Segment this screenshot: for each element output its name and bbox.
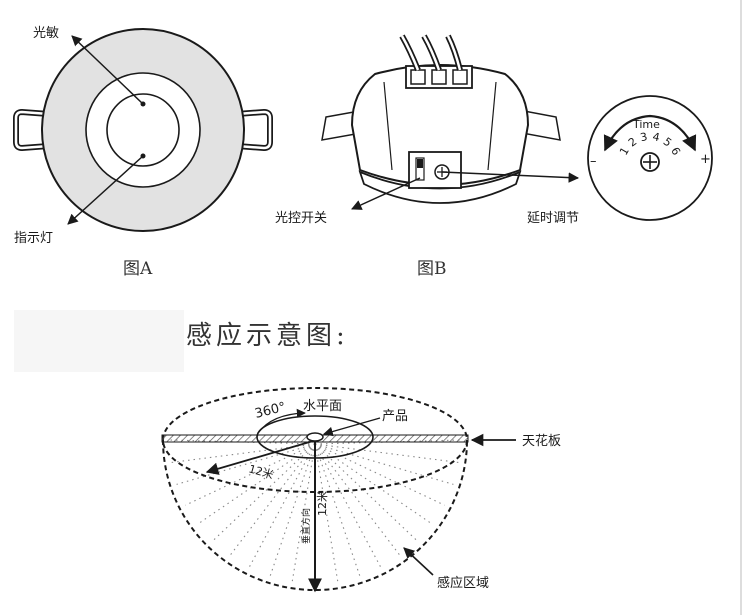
sensing-area-label: 感应区域	[437, 575, 489, 591]
light-switch-leader	[351, 177, 421, 210]
time-adjust-leader	[441, 171, 580, 183]
caption-figure-a: 图A	[123, 259, 153, 279]
detection-ray	[196, 443, 316, 525]
detection-ray	[176, 443, 316, 485]
sensing-diagram: 感应示意图: 360° 水平面 产品 天花板 12米 12米 垂直方向 感应区域	[161, 321, 561, 593]
dial-number-3: 3	[639, 130, 649, 144]
detection-ray	[314, 443, 382, 569]
detection-ray	[314, 443, 434, 525]
light-control-switch	[415, 157, 425, 181]
radius-arrow	[205, 440, 314, 475]
detection-ray	[248, 443, 316, 569]
angle-label: 360°	[253, 400, 287, 422]
vertical-distance-label: 12米	[316, 491, 329, 516]
indicator-leader	[67, 155, 144, 225]
caption-figure-b: 图B	[417, 259, 447, 279]
detection-ray	[314, 443, 339, 582]
dial-plus: +	[700, 152, 711, 167]
dial-minus: –	[590, 154, 597, 169]
figure-a: 光敏 指示灯 图A	[13, 26, 273, 279]
dial-title: Time	[632, 118, 660, 131]
horizontal-plane-label: 水平面	[303, 399, 342, 414]
ceiling-label: 天花板	[522, 433, 561, 449]
sensing-title: 感应示意图:	[186, 321, 349, 351]
product-leader	[323, 417, 381, 437]
detection-ray	[229, 443, 316, 557]
detection-ray	[314, 443, 454, 485]
detection-ray	[314, 443, 419, 542]
vertical-direction-label: 垂直方向	[300, 508, 312, 544]
detection-ray	[185, 443, 316, 506]
radius-label: 12米	[247, 462, 275, 481]
photosensor-leader	[71, 35, 144, 105]
label-light-control-switch: 光控开关	[275, 211, 327, 226]
blank-panel	[14, 310, 184, 372]
detection-ray	[314, 443, 401, 557]
label-time-adjust: 延时调节	[527, 211, 579, 226]
detection-ray	[269, 443, 316, 577]
detection-ray	[314, 443, 361, 577]
detection-rays	[169, 439, 461, 584]
detection-ray	[291, 443, 316, 582]
sensor-lens	[106, 93, 180, 167]
detection-ray	[314, 443, 459, 464]
dial-number-4: 4	[651, 130, 661, 144]
rotation-arrow	[257, 408, 306, 434]
detection-ray	[314, 443, 445, 506]
product-sensor	[306, 432, 324, 442]
sensing-area-leader	[403, 547, 434, 576]
product-label: 产品	[382, 409, 408, 424]
label-indicator: 指示灯	[14, 231, 53, 246]
label-photosensor: 光敏	[33, 26, 59, 41]
dial-arc-arrow	[603, 114, 697, 152]
detection-ray	[211, 443, 316, 542]
detection-ray	[171, 443, 316, 464]
sensing-hemisphere	[162, 439, 468, 591]
